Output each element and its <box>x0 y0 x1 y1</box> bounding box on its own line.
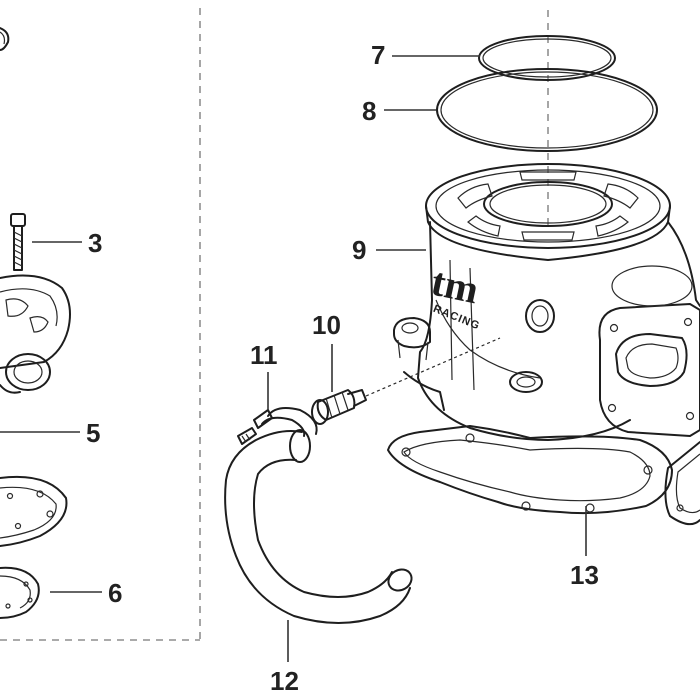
hose-clamp <box>237 407 318 445</box>
label-part-3: 3 <box>88 228 102 258</box>
head-cover-plate <box>0 475 68 547</box>
cylinder-logo-brand: tm <box>428 259 483 313</box>
label-part-11: 11 <box>250 340 278 370</box>
label-part-8: 8 <box>362 96 376 126</box>
head-bolt <box>10 213 26 271</box>
label-part-12: 12 <box>270 666 299 696</box>
o-ring-large <box>436 68 658 152</box>
head-gasket <box>0 566 40 619</box>
spark-plug-fragment <box>0 27 10 51</box>
label-part-10: 10 <box>312 310 341 340</box>
base-gasket <box>387 425 673 515</box>
label-part-7: 7 <box>371 40 385 70</box>
label-part-6: 6 <box>108 578 122 608</box>
water-fitting <box>311 337 501 425</box>
label-part-13: 13 <box>570 560 599 590</box>
cylinder-head <box>0 274 71 394</box>
coolant-hose <box>224 429 413 624</box>
part-labels: 7 8 9 10 11 12 13 3 5 6 <box>86 40 599 696</box>
leader-lines <box>0 55 587 662</box>
label-part-5: 5 <box>86 418 100 448</box>
left-panel-frame <box>0 8 201 641</box>
label-part-9: 9 <box>352 235 366 265</box>
exhaust-gasket <box>664 441 700 526</box>
o-ring-small <box>478 35 616 81</box>
cylinder-body: tm RACING <box>393 163 700 441</box>
